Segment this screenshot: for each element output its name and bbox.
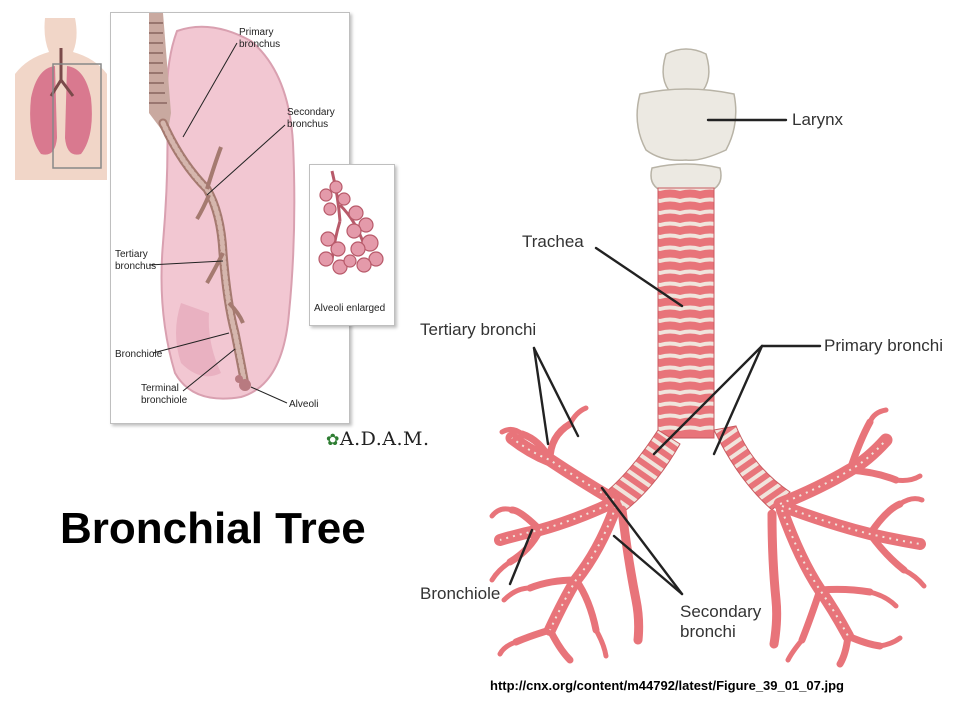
label-primary-bronchus: Primary bronchus (239, 27, 280, 51)
label-primary-bronchi: Primary bronchi (824, 336, 943, 356)
label-tertiary-bronchi: Tertiary bronchi (420, 320, 536, 340)
label-alveoli: Alveoli (289, 399, 318, 411)
label-bronchiole: Bronchiole (115, 349, 162, 361)
torso-thumbnail (15, 18, 107, 180)
label-bronchiole-right: Bronchiole (420, 584, 500, 604)
label-secondary-bronchi: Secondary bronchi (680, 602, 761, 642)
alveoli-inset: Alveoli enlarged (309, 164, 395, 326)
label-trachea: Trachea (522, 232, 584, 252)
label-secondary-bronchus: Secondary bronchus (287, 107, 335, 131)
page-title: Bronchial Tree (60, 504, 366, 554)
source-url: http://cnx.org/content/m44792/latest/Fig… (490, 678, 844, 693)
label-terminal-bronchiole: Terminal bronchiole (141, 383, 187, 407)
label-alveoli-enlarged: Alveoli enlarged (314, 303, 385, 314)
label-tertiary-bronchus: Tertiary bronchus (115, 249, 156, 273)
label-larynx: Larynx (792, 110, 843, 130)
leaf-icon: ✿ (326, 430, 340, 449)
